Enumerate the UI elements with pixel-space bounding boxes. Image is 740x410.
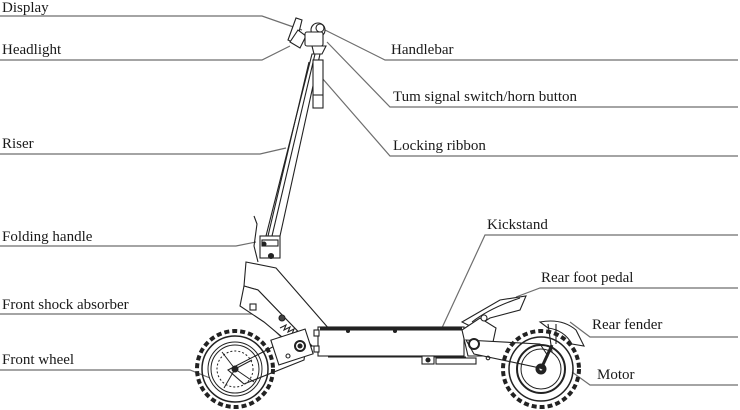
handlebar-assembly — [287, 17, 327, 55]
label-turn-signal-horn: Tum signal switch/horn button — [393, 89, 578, 105]
rear-wheel-motor — [501, 329, 581, 409]
front-swing-arm-plate — [270, 328, 314, 366]
leader-lines — [0, 15, 738, 386]
leader-line-rear-fender — [569, 321, 738, 338]
rear-fender-shape — [538, 320, 585, 347]
leader-line-folding-handle — [0, 241, 257, 247]
leader-line-rear-foot-pedal — [515, 287, 738, 298]
leader-line-display — [0, 15, 303, 31]
leader-line-motor — [571, 371, 738, 386]
label-front-wheel: Front wheel — [2, 352, 75, 368]
deck — [313, 326, 477, 365]
rear-assembly — [460, 295, 585, 369]
leader-line-front-shock — [0, 313, 283, 339]
label-handlebar: Handlebar — [391, 42, 454, 58]
leader-line-headlight — [0, 45, 291, 61]
label-locking-ribbon: Locking ribbon — [393, 138, 486, 154]
label-front-shock-absorber: Front shock absorber — [2, 297, 129, 313]
riser-stem — [265, 53, 324, 237]
leader-line-riser — [0, 147, 287, 155]
leader-line-turn-signal — [326, 41, 738, 108]
label-headlight: Headlight — [2, 42, 62, 58]
front-wheel — [195, 329, 275, 409]
label-rear-foot-pedal: Rear foot pedal — [541, 270, 634, 286]
leader-line-handlebar — [324, 29, 738, 61]
leader-line-kickstand — [427, 234, 738, 359]
label-riser: Riser — [2, 136, 34, 152]
leader-line-locking-ribbon — [321, 77, 738, 157]
folding-clamp — [253, 215, 281, 263]
label-rear-fender: Rear fender — [592, 317, 663, 333]
label-folding-handle: Folding handle — [2, 229, 93, 245]
scooter-body — [227, 17, 331, 385]
label-kickstand: Kickstand — [487, 217, 548, 233]
label-motor: Motor — [597, 367, 635, 383]
leader-line-front-wheel — [0, 369, 211, 379]
label-display: Display — [2, 0, 49, 16]
